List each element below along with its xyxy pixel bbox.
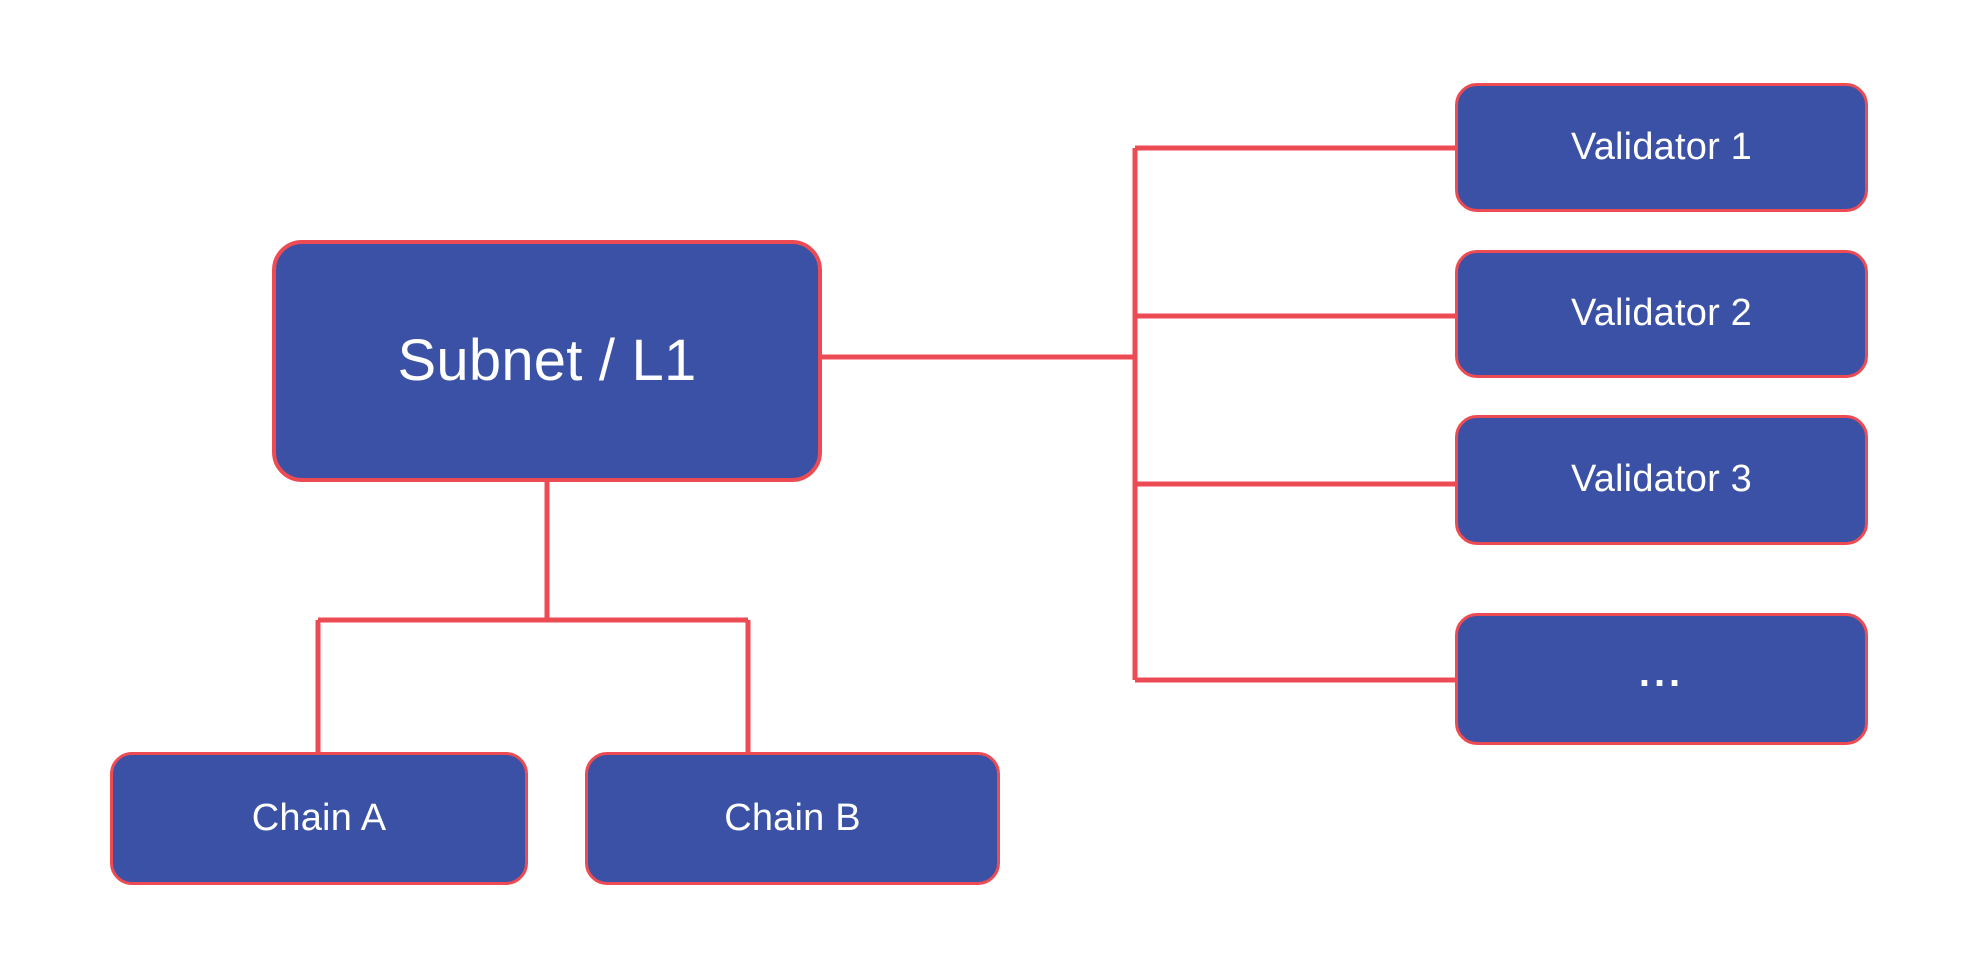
node-validator-2[interactable]: Validator 2: [1455, 250, 1868, 378]
node-validator-more[interactable]: ...: [1455, 613, 1868, 745]
node-validator-1-label: Validator 1: [1570, 125, 1753, 168]
node-chain-b[interactable]: Chain B: [585, 752, 1000, 885]
node-validator-2-label: Validator 2: [1570, 292, 1753, 335]
node-subnet-l1[interactable]: Subnet / L1: [272, 240, 822, 482]
node-chain-a-label: Chain A: [251, 796, 387, 839]
node-validator-3-label: Validator 3: [1570, 458, 1753, 501]
node-chain-b-label: Chain B: [724, 796, 861, 839]
node-validator-3[interactable]: Validator 3: [1455, 415, 1868, 545]
node-subnet-l1-label: Subnet / L1: [397, 328, 697, 394]
node-chain-a[interactable]: Chain A: [110, 752, 528, 885]
node-validator-1[interactable]: Validator 1: [1455, 83, 1868, 212]
ellipsis-icon: ...: [1638, 651, 1685, 695]
